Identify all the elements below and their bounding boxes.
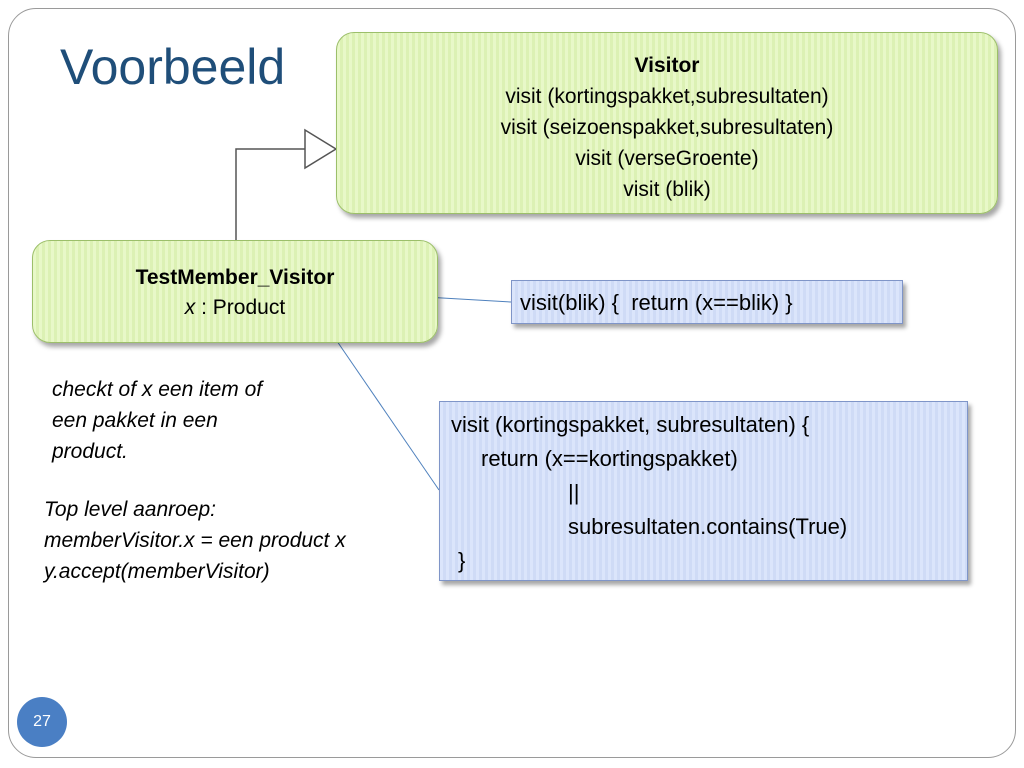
code-line: || (568, 480, 580, 505)
code-line: visit (kortingspakket, subresultaten) { (451, 412, 810, 437)
code-line: subresultaten.contains(True) (568, 514, 848, 539)
note-line: Top level aanroep: (44, 498, 217, 521)
note-line: checkt of x een item of (52, 378, 263, 401)
code-line: } (458, 548, 466, 573)
testmember-visitor-class-name: TestMember_Visitor (135, 266, 335, 289)
visitor-method: visit (blik) (623, 178, 711, 201)
code-line: return (x==kortingspakket) (481, 446, 738, 471)
note-line: product. (52, 440, 128, 463)
page-number-badge: 27 (17, 697, 67, 747)
visitor-class-box: Visitor visit (kortingspakket,subresulta… (336, 32, 998, 214)
korting-callout-line (327, 327, 440, 491)
visitor-method: visit (kortingspakket,subresultaten) (505, 85, 829, 108)
visitor-class-name: Visitor (634, 54, 700, 77)
note-line: een pakket in een (52, 409, 218, 432)
korting-code-box: visit (kortingspakket, subresultaten) { … (439, 401, 968, 581)
testmember-visitor-field: x : Product (33, 293, 437, 323)
check-note: checkt of x een item of een pakket in ee… (52, 374, 262, 467)
blik-code-box: visit(blik) { return (x==blik) } (511, 280, 903, 324)
visitor-method: visit (seizoenspakket,subresultaten) (500, 116, 834, 139)
testmember-visitor-class-box: TestMember_Visitor x : Product (32, 240, 438, 343)
field-variable: x (184, 296, 196, 319)
slide-title: Voorbeeld (60, 39, 286, 95)
note-line: y.accept(memberVisitor) (44, 560, 270, 583)
top-level-note: Top level aanroep: memberVisitor.x = een… (44, 494, 346, 587)
visitor-method: visit (verseGroente) (575, 147, 759, 170)
inheritance-arrowhead (304, 128, 338, 170)
field-type: : Product (195, 296, 286, 319)
note-line: memberVisitor.x = een product x (44, 529, 346, 552)
inheritance-line (235, 148, 305, 240)
